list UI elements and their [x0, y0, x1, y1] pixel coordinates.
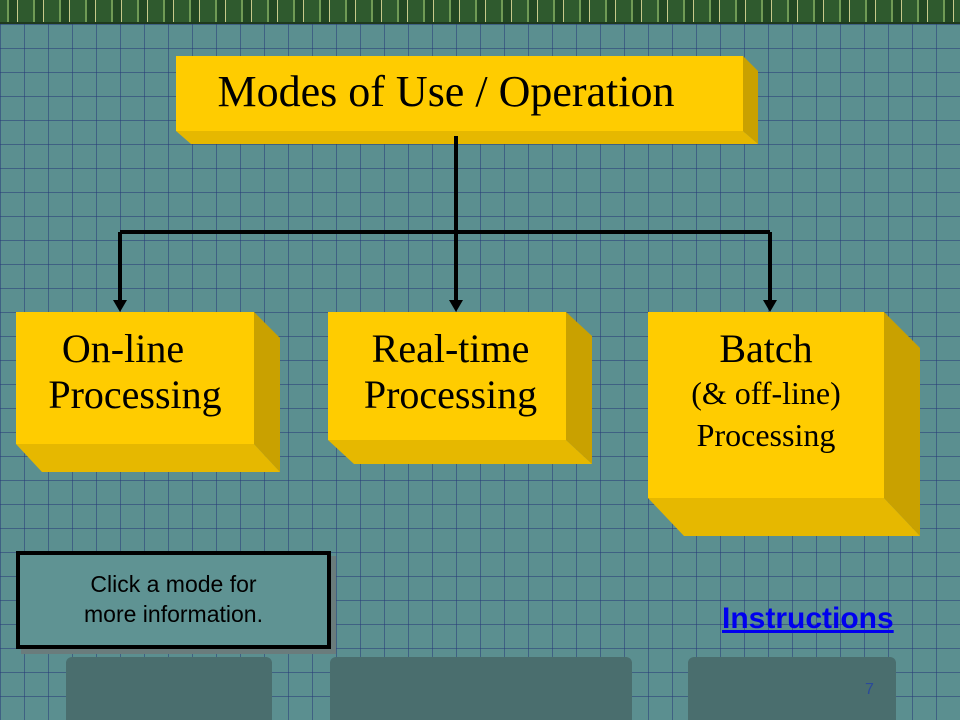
- arrow-online: [113, 300, 127, 312]
- mode-online-box[interactable]: On-line Processing: [16, 312, 280, 472]
- mode-realtime-title: Real-time: [371, 326, 530, 371]
- mode-online-title: On-line: [61, 326, 185, 371]
- mode-online-subtitle: Processing: [48, 372, 222, 417]
- nav-tab-center[interactable]: [330, 657, 632, 720]
- diagram-title: Modes of Use / Operation: [217, 67, 675, 116]
- arrow-realtime: [449, 300, 463, 312]
- mode-batch-title: Batch: [719, 326, 813, 371]
- circuit-board-banner: [0, 0, 960, 24]
- mode-batch-subtitle: (& off-line): [691, 375, 841, 411]
- arrow-batch: [763, 300, 777, 312]
- hint-box: Click a mode for more information.: [16, 551, 331, 649]
- mode-realtime-box[interactable]: Real-time Processing: [328, 312, 592, 464]
- nav-tab-right[interactable]: [688, 657, 896, 720]
- mode-realtime-subtitle: Processing: [363, 372, 538, 417]
- mode-batch-processing: Processing: [696, 417, 836, 454]
- slide-number: 7: [865, 681, 874, 698]
- mode-batch-box[interactable]: Batch (& off-line) Processing: [648, 312, 920, 536]
- title-box: Modes of Use / Operation: [176, 56, 758, 144]
- instructions-link[interactable]: Instructions: [722, 602, 894, 635]
- hint-text: Click a mode for more information.: [84, 571, 263, 627]
- nav-tab-left[interactable]: [66, 657, 272, 720]
